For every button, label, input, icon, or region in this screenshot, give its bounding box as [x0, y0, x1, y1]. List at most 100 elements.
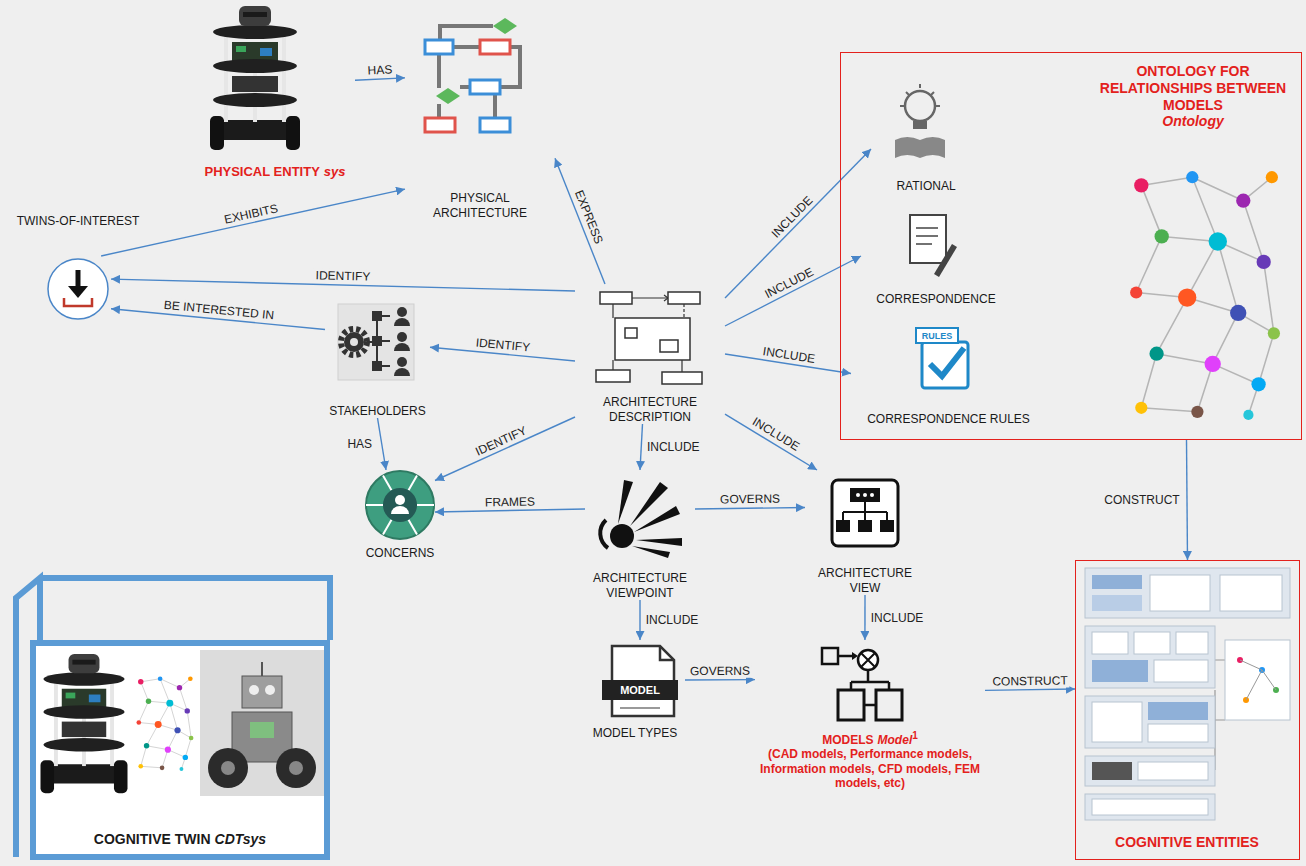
ontology-network	[1130, 171, 1280, 420]
cognitive-entities-screens	[1215, 660, 1225, 770]
architecture-description-icon	[625, 328, 637, 338]
node-text: ARCHITECTURE DESCRIPTION	[595, 395, 705, 424]
view-icon	[832, 480, 898, 546]
twin-lego-robot	[221, 761, 235, 775]
node-text: CONCERNS	[345, 546, 455, 560]
node-caption: ARCHITECTURE DESCRIPTION	[595, 395, 705, 424]
view-icon	[870, 493, 874, 497]
concerns-icon	[395, 495, 405, 505]
correspondence-node: CORRESPONDENCE	[861, 206, 1011, 306]
twins-icon	[48, 259, 108, 319]
concerns-node: CONCERNS	[365, 470, 435, 540]
cognitive-entities-screens	[1092, 595, 1142, 611]
physical-architecture-icon	[425, 118, 455, 132]
stakeholders-node: STAKEHOLDERS	[325, 300, 430, 418]
twin-lego-robot	[249, 685, 259, 695]
physical-architecture-icon	[470, 80, 500, 94]
cognitive-entities-screens	[1134, 632, 1170, 654]
node-caption: COGNITIVE ENTITIES	[1076, 834, 1298, 851]
node-text: STAKEHOLDERS	[325, 404, 430, 418]
node-text: MODEL TYPES	[585, 726, 685, 740]
cognitive-entities-screens	[1092, 660, 1148, 682]
architecture-description-icon	[683, 304, 684, 318]
rational-icon	[900, 84, 940, 106]
rational-icon	[895, 84, 945, 158]
correspondence-icon	[916, 228, 938, 244]
stakeholders-icon	[394, 368, 410, 376]
view-icon	[836, 520, 850, 532]
cognitive-entities-screens	[1092, 632, 1128, 654]
rational-icon	[913, 121, 927, 129]
node-caption: CONCERNS	[345, 546, 455, 560]
twin-lego-robot	[242, 676, 282, 708]
concerns-icon	[383, 488, 417, 522]
twin-lego-robot	[261, 662, 263, 676]
ontology-network	[1130, 171, 1280, 420]
cognitive-entities-screens	[1085, 568, 1290, 820]
models-icon	[876, 690, 902, 720]
stakeholders-icon	[350, 338, 358, 346]
viewpoint-icon	[636, 538, 682, 546]
icon-text: RULES	[922, 331, 953, 340]
twin-lego-robot	[250, 722, 274, 738]
connector-arrow	[985, 689, 1075, 690]
cognitive-entities-screens	[1176, 632, 1208, 654]
twin-lego-robot	[200, 650, 324, 796]
rules-icon	[930, 348, 964, 376]
concerns-icon	[366, 471, 434, 539]
cognitive-entities-screens	[1220, 575, 1282, 611]
cognitive-entities-screens	[1092, 575, 1142, 589]
physical-architecture-icon	[480, 118, 510, 132]
twin-lego-robot	[289, 761, 303, 775]
architecture-description: ARCHITECTURE DESCRIPTION	[575, 284, 725, 424]
twin-network	[136, 676, 193, 771]
view-icon	[863, 493, 867, 497]
twins-icon	[64, 298, 92, 306]
connector-arrow	[640, 424, 643, 470]
stakeholders-icon	[397, 332, 407, 342]
cognitive-entities-screens	[1085, 568, 1290, 618]
physical-architecture-icon	[425, 40, 453, 54]
node-text: COGNITIVE TWIN	[94, 831, 211, 847]
physical-architecture: PHYSICAL ARCHITECTURE	[405, 14, 555, 220]
models-icon	[861, 653, 875, 667]
connector-arrow	[435, 417, 575, 481]
stakeholders-icon	[372, 336, 382, 346]
architecture-description-icon	[596, 292, 702, 384]
physical-entity: PHYSICAL ENTITYsys	[195, 2, 355, 180]
edge-label: INCLUDE	[767, 192, 817, 242]
node-text: sys	[324, 164, 346, 179]
cognitive-twin-box: COGNITIVE TWINCDTsys	[30, 640, 330, 860]
stakeholders-icon	[372, 361, 382, 371]
edge-label: INCLUDE	[645, 440, 702, 454]
viewpoint-icon	[600, 520, 608, 548]
concerns-icon	[366, 476, 434, 535]
cognitive-twin-frame	[16, 578, 330, 860]
model-types-icon	[660, 646, 674, 660]
models-node: MODELSModel1(CAD models, Performance mod…	[755, 640, 985, 820]
node-caption: MODEL TYPES	[585, 726, 685, 740]
twin-lego-robot	[265, 685, 275, 695]
physical-architecture-icon	[425, 18, 520, 132]
stakeholders-icon	[394, 318, 410, 326]
edge-label: HAS	[345, 437, 374, 451]
view-icon	[832, 480, 898, 546]
rules-icon	[916, 328, 968, 388]
node-caption: ARCHITECTURE VIEWPOINT	[585, 571, 695, 600]
architecture-description-icon	[660, 340, 678, 352]
architecture-description-icon	[662, 372, 702, 384]
connector-arrow	[355, 78, 405, 80]
cognitive-entities-screens	[1225, 640, 1290, 720]
twins-icon	[48, 259, 108, 319]
edge-label: INCLUDE	[869, 611, 926, 625]
ontology-box: ONTOLOGY FOR RELATIONSHIPS BETWEEN MODEL…	[840, 52, 1302, 440]
node-text: ARCHITECTURE VIEW	[815, 566, 915, 595]
cognitive-twin-frame	[30, 640, 330, 860]
connector-arrow	[378, 418, 387, 470]
node-caption: STAKEHOLDERS	[325, 404, 430, 418]
node-text: (CAD models, Performance models, Informa…	[755, 747, 985, 790]
correspondence-icon	[910, 215, 957, 277]
viewpoint-icon	[610, 524, 634, 548]
viewpoint-icon	[600, 480, 682, 558]
